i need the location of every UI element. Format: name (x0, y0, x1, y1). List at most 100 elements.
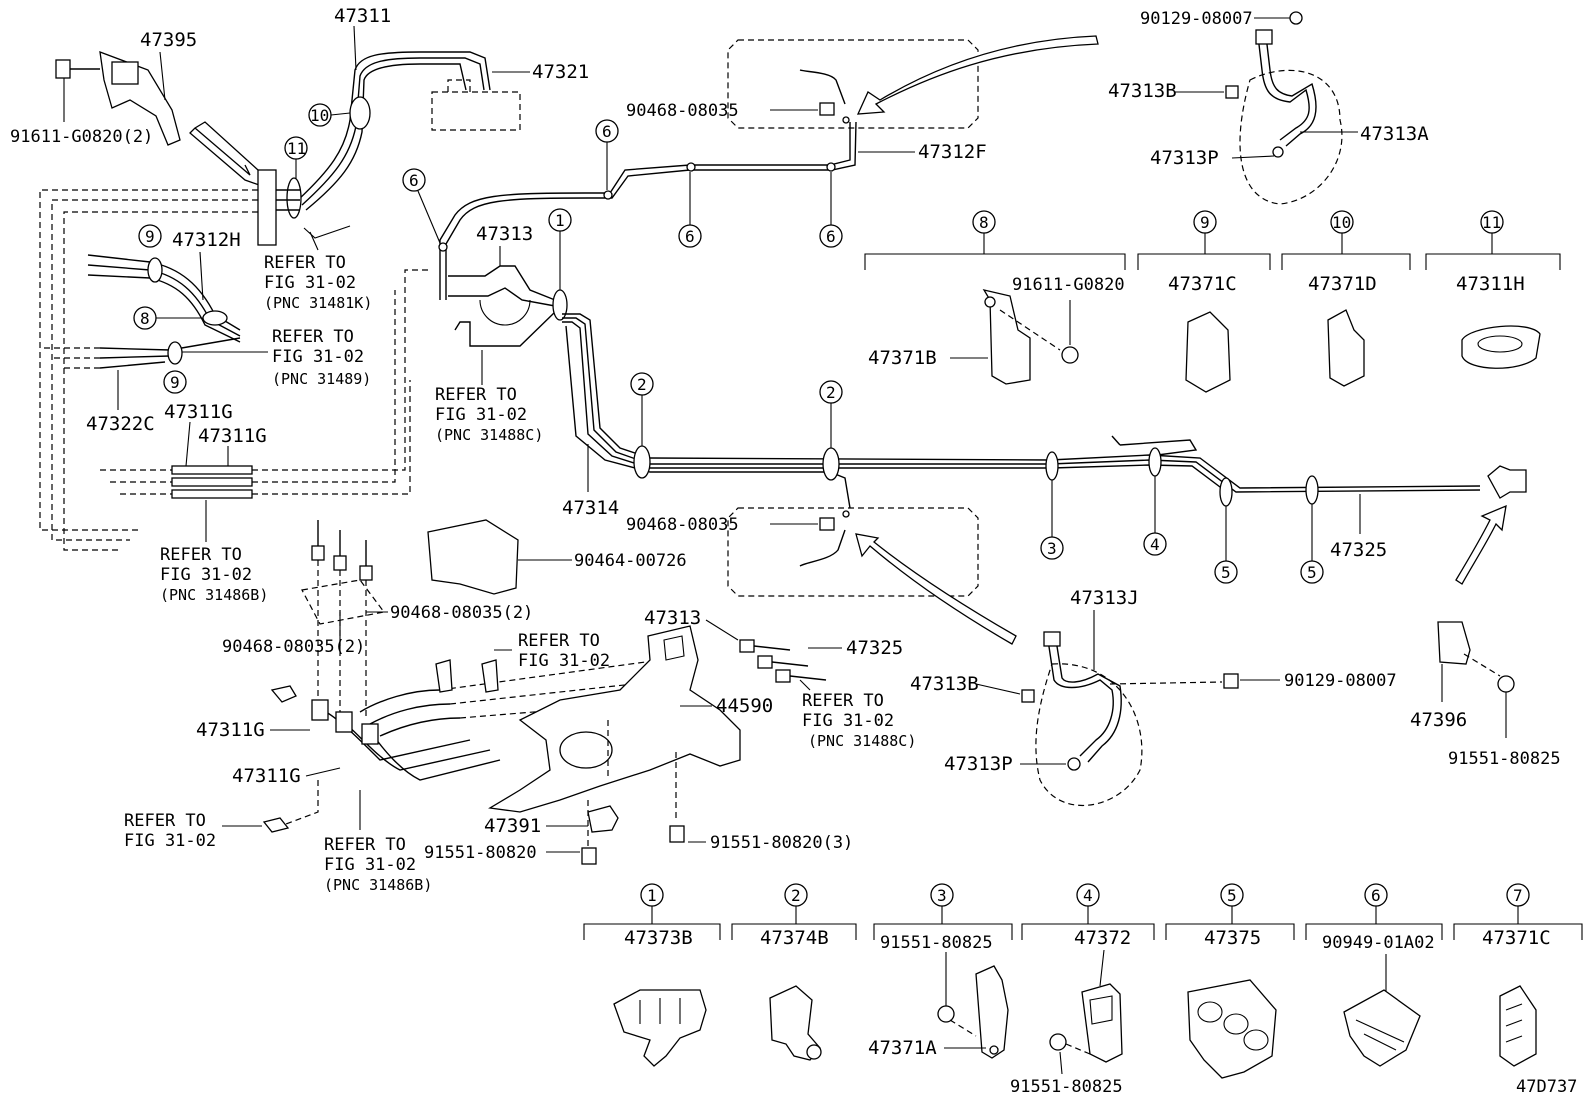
callout-circle (138, 224, 162, 248)
callout-text: 3 (937, 886, 947, 905)
tube-47312f-group[interactable]: 47312F (438, 121, 987, 300)
hose-47313a-group[interactable]: 90129-08007 47313B 47313A 47313P (1108, 9, 1429, 205)
tube-47313-lines (448, 265, 556, 347)
tubes-lower-left[interactable]: 47311G 47311G 90468-08035(2) 90468-08035… (196, 520, 681, 833)
tube-47313-curve (479, 299, 531, 326)
callout-text: 2 (637, 375, 647, 394)
label-47371a: 47371A (868, 1037, 937, 1059)
clamp-9-a (147, 257, 163, 283)
callout-leader (417, 190, 441, 244)
refer-note-8: REFER TO FIG 31-02 (PNC 31486B) (324, 790, 432, 894)
part-90464[interactable]: 90464-00726 (427, 519, 687, 595)
bracket-44590-hole (559, 731, 613, 769)
group-header-7: 7 (1453, 883, 1583, 940)
callout-6-b: 6 (595, 119, 619, 190)
leader-47311g-a (185, 421, 191, 467)
label-47313-mid: 47313 (476, 223, 533, 245)
callout-text: 6 (826, 227, 836, 246)
part-90949[interactable]: 90949-01A02 (1322, 933, 1435, 1067)
part-47374b[interactable]: 47374B (760, 927, 829, 1061)
refer-note-6: REFER TO FIG 31-02 (PNC 31488C) (802, 691, 916, 750)
tube-fitting-c (359, 565, 373, 581)
leader-47313b-low (975, 683, 1021, 695)
label-90468-mid: 90468-08035 (626, 515, 739, 535)
hose-47313j-line-b (1055, 639, 1122, 763)
callout-text: 6 (1371, 886, 1381, 905)
bolt-91611-2[interactable]: 91611-G0820(2) (10, 59, 153, 147)
clip-dot-mid (842, 510, 850, 518)
label-47396: 47396 (1410, 709, 1467, 731)
label-47311g-d: 47311G (232, 765, 301, 787)
lower-fitting-2 (335, 711, 353, 733)
callout-text: 10 (310, 106, 329, 125)
part-47372[interactable]: 47372 91551-80825 (1010, 927, 1131, 1097)
clip-6-c (686, 162, 696, 172)
part-47391[interactable]: 47391 (484, 805, 619, 837)
clamp-47391-shape (587, 805, 619, 833)
bolt-91551-80825 (1497, 675, 1515, 693)
group-bracket (1305, 906, 1443, 940)
detail-box-mid[interactable]: 90468-08035 (626, 507, 1017, 645)
detail-box-top[interactable]: 90468-08035 (626, 35, 1099, 129)
refer-note-2: REFER TO FIG 31-02 (PNC 31489) (175, 327, 371, 388)
detail-box-mid-outline (727, 507, 979, 597)
part-47373b[interactable]: 47373B (613, 927, 707, 1067)
callout-text: 10 (1332, 213, 1351, 232)
part-47371a[interactable]: 91551-80825 47371A (868, 933, 1009, 1059)
part-47395-group[interactable]: 47395 (99, 29, 197, 146)
callout-text: 3 (1047, 539, 1057, 558)
part-47375[interactable]: 47375 (1187, 927, 1277, 1079)
dashed-47311g-routing (100, 269, 430, 495)
callout-leader (330, 112, 351, 116)
part-47371c-9[interactable]: 47371C (1168, 273, 1237, 393)
label-47325-mid: 47325 (1330, 539, 1387, 561)
tube-47322c-group[interactable]: 47322C (86, 337, 241, 435)
label-47311g-b: 47311G (198, 425, 267, 447)
part-47311h[interactable]: 47311H (1456, 273, 1541, 369)
master-cylinder-47321[interactable]: 47321 (431, 61, 589, 131)
bolt-47313-low (739, 639, 755, 653)
label-91551-80825: 91551-80825 (1448, 749, 1561, 769)
callout-text: 11 (1482, 213, 1501, 232)
callout-9-b: 9 (163, 370, 187, 394)
hose-47313j-group[interactable]: 47313J 47313B 90129-08007 47313P (910, 587, 1397, 806)
tube-47312h-group[interactable]: 47312H (87, 229, 241, 343)
tube-47311-group[interactable]: 47311 (297, 5, 491, 211)
label-47311-top: 47311 (334, 5, 391, 27)
refer-line-a: REFER TO (272, 327, 354, 347)
bolts-47313-47325-low[interactable]: 47313 47325 (644, 607, 903, 691)
refer-line-b: FIG 31-02 (802, 711, 894, 731)
part-47371c-7[interactable]: 47371C (1482, 927, 1551, 1067)
label-44590: 44590 (716, 695, 773, 717)
label-47373b: 47373B (624, 927, 693, 949)
bolt-91551-80825-3 (937, 1005, 955, 1023)
callout-text: 8 (140, 309, 150, 328)
clamp-4 (1148, 447, 1162, 477)
tube-47314-group[interactable]: 47314 47325 (562, 313, 1527, 561)
gasket-plate-outline (301, 579, 386, 625)
tube-47313-mid[interactable]: 47313 (448, 223, 568, 347)
tube-47311g-pair[interactable]: 47311G 47311G (164, 401, 267, 542)
part-47396[interactable]: 47396 91551-80825 (1410, 504, 1561, 769)
clamp-47375-ring-b (1223, 1013, 1249, 1035)
group-header-10: 10 (1281, 210, 1411, 270)
bolt-91611-g0820[interactable]: 91611-G0820 (999, 275, 1125, 364)
clamp-47373b-shape (613, 989, 707, 1067)
part-47371d[interactable]: 47371D (1308, 273, 1377, 387)
rear-bracket-end (1487, 465, 1527, 499)
bolt-axis-90129 (1109, 681, 1223, 685)
part-47371b[interactable]: 47371B (868, 289, 1031, 385)
bolt-91551-80820[interactable]: 91551-80820 (424, 843, 597, 865)
tube-top-return (1111, 435, 1198, 457)
clamp-47371c-7-ribs (1505, 1003, 1523, 1043)
bracket-44590-window (663, 635, 685, 661)
callout-5-b: 5 (1300, 504, 1324, 584)
bolt-91551-80820-3[interactable]: 91551-80820(3) (669, 825, 853, 853)
callout-text: 2 (791, 886, 801, 905)
junction-block (257, 169, 277, 246)
hose-47313a-line-b (1265, 35, 1317, 147)
bracket-44590[interactable]: 44590 (488, 625, 773, 848)
dashed-routing-left (39, 189, 258, 551)
bolt-refer-low (775, 669, 791, 683)
clamp-47375-ring-a (1197, 1001, 1223, 1023)
